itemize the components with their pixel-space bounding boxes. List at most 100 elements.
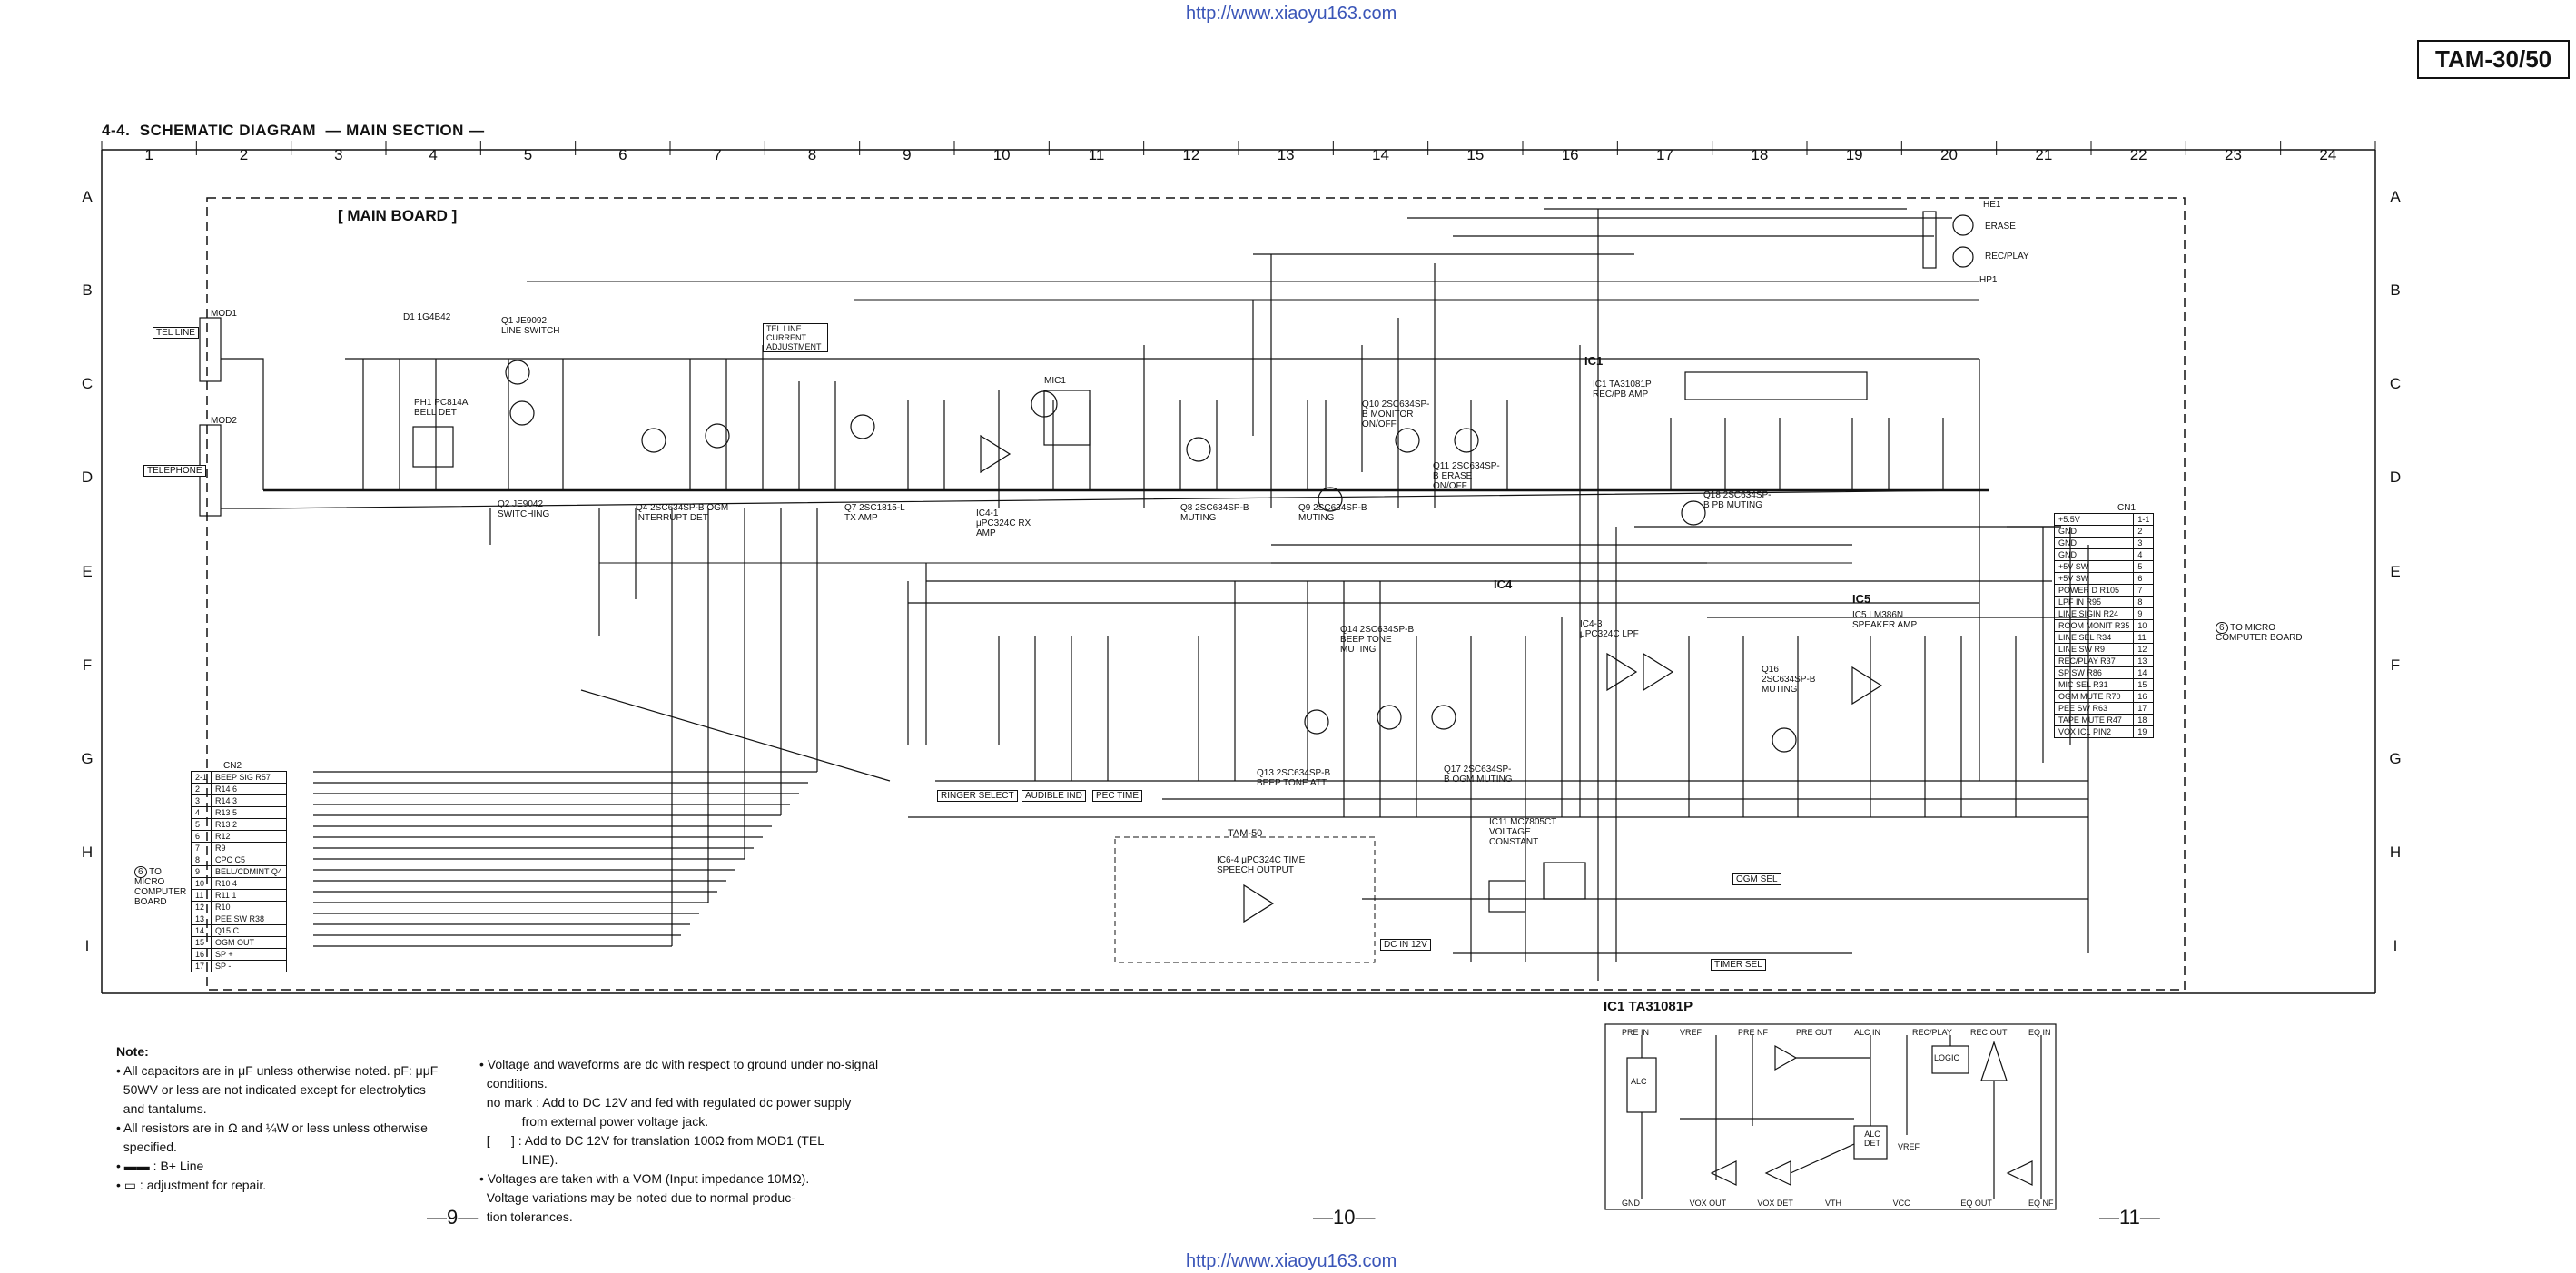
grid-column-label: 16 <box>1561 146 1579 163</box>
grid-column-label: 2 <box>239 146 249 163</box>
source-url-bottom[interactable]: http://www.xiaoyu163.com <box>1186 1251 1397 1271</box>
grid-column-label: 11 <box>1088 146 1105 163</box>
grid-row-label: H <box>81 844 94 862</box>
cn1-pin-cell: LINE SIGIN R24 <box>2053 607 2135 620</box>
notes-left: Note: • All capacitors are in μF unless … <box>116 1042 607 1195</box>
cn1-pin-cell: GND <box>2053 537 2135 549</box>
q7-label: Q7 2SC1815-L TX AMP <box>844 503 905 523</box>
q8-label: Q8 2SC634SP-B MUTING <box>1180 503 1249 523</box>
ic1-pin-label: EQ NF <box>2028 1199 2054 1208</box>
ic1-pin-label: EQ OUT <box>1960 1199 1992 1208</box>
note-line: • ▬▬ : B+ Line <box>116 1159 204 1173</box>
cn1-pin-cell: 17 <box>2133 702 2155 715</box>
ic1-pin-label: PRE NF <box>1738 1028 1769 1037</box>
cn2-pin-cell: 17 <box>190 960 212 972</box>
recplay-label: REC/PLAY <box>1985 252 2029 262</box>
ic1-pin-label: VOX OUT <box>1689 1199 1727 1208</box>
cn1-pin-cell: REC/PLAY R37 <box>2053 655 2135 667</box>
cn1-pin-cell: LINE SW R9 <box>2053 643 2135 656</box>
cn1-pin-cell: 2 <box>2133 525 2155 538</box>
note-line: • Voltages are taken with a VOM (Input i… <box>479 1171 810 1186</box>
d1-label: D1 1G4B42 <box>403 312 451 322</box>
q14-label: Q14 2SC634SP-B BEEP TONE MUTING <box>1340 625 1415 655</box>
cn1-pin-cell: 13 <box>2133 655 2155 667</box>
note-line: [ ] : Add to DC 12V for translation 100Ω… <box>479 1133 825 1148</box>
mod1-label: MOD1 <box>211 309 237 319</box>
cn1-pin-cell: 10 <box>2133 619 2155 632</box>
hp1-label: HP1 <box>1979 275 1998 285</box>
cn2-board-link: 6 TO MICRO COMPUTER BOARD <box>134 866 189 907</box>
audible-ind-label: AUDIBLE IND <box>1022 790 1086 802</box>
grid-column-label: 8 <box>807 146 817 163</box>
cn1-pin-cell: 16 <box>2133 690 2155 703</box>
ic1-block-vref: VREF <box>1898 1142 1920 1151</box>
cn1-pin-cell: GND <box>2053 548 2135 561</box>
grid-column-label: 22 <box>2129 146 2147 163</box>
q18-label: Q18 2SC634SP-B PB MUTING <box>1703 490 1772 510</box>
cn1-pin-cell: 4 <box>2133 548 2155 561</box>
grid-column-label: 19 <box>1845 146 1863 163</box>
q9-label: Q9 2SC634SP-B MUTING <box>1298 503 1367 523</box>
note-line: Voltage variations may be noted due to n… <box>479 1190 795 1205</box>
cn1-pin-cell: 8 <box>2133 596 2155 608</box>
grid-column-label: 4 <box>429 146 438 163</box>
cn1-pin-cell: SP SW R86 <box>2053 666 2135 679</box>
grid-column-label: 1 <box>144 146 153 163</box>
he1-label: HE1 <box>1983 200 2001 210</box>
ic1-block-logic: LOGIC <box>1934 1053 1960 1062</box>
cn2-pin-cell: 7 <box>190 842 212 854</box>
cn1-board-link-text: TO MICRO COMPUTER BOARD <box>2216 623 2303 643</box>
grid-row-label: E <box>2390 562 2401 580</box>
cn2-pin-cell: R13 5 <box>211 806 287 819</box>
note-line: no mark : Add to DC 12V and fed with reg… <box>479 1095 852 1110</box>
ic1-pin-label: REC/PLAY <box>1912 1028 1952 1037</box>
cn2-pin-cell: R14 3 <box>211 794 287 807</box>
cn1-pin-cell: LINE SEL R34 <box>2053 631 2135 644</box>
grid-column-label: 17 <box>1656 146 1673 163</box>
source-url-top[interactable]: http://www.xiaoyu163.com <box>1186 4 1397 24</box>
cn2-pin-cell: SP + <box>211 948 287 961</box>
cn1-pin-cell: POWER D R105 <box>2053 584 2135 597</box>
grid-row-label: A <box>2390 187 2401 205</box>
ic1-pin-label: VOX DET <box>1757 1199 1793 1208</box>
q16-label: Q16 2SC634SP-B MUTING <box>1762 665 1816 695</box>
grid-column-label: 18 <box>1751 146 1769 163</box>
cn1-pin-cell: LPF IN R95 <box>2053 596 2135 608</box>
cn1-pin-cell: MIC SEL R31 <box>2053 678 2135 691</box>
ic1-pin-label: ALC IN <box>1854 1028 1881 1037</box>
cn1-pin-cell: 18 <box>2133 714 2155 726</box>
mic1-label: MIC1 <box>1044 376 1066 386</box>
cn2-pin-cell: 13 <box>190 913 212 925</box>
cn2-pin-cell: SP - <box>211 960 287 972</box>
note-line: • All capacitors are in μF unless otherw… <box>116 1063 439 1078</box>
page-number-11: —11— <box>2099 1206 2160 1229</box>
ic6-label: IC6-4 μPC324C TIME SPEECH OUTPUT <box>1217 855 1306 875</box>
grid-column-label: 14 <box>1372 146 1389 163</box>
notes-left-list: • All capacitors are in μF unless otherw… <box>116 1061 607 1195</box>
cn1-pin-cell: OGM MUTE R70 <box>2053 690 2135 703</box>
cn2-pin-cell: 9 <box>190 865 212 878</box>
cn1-pin-cell: TAPE MUTE R47 <box>2053 714 2135 726</box>
grid-row-label: F <box>2390 656 2401 674</box>
q11-label: Q11 2SC634SP-B ERASE ON/OFF <box>1433 461 1500 491</box>
cn2-pin-cell: OGM OUT <box>211 936 287 949</box>
ic1-pin-label: PRE IN <box>1622 1028 1650 1037</box>
ringer-select-label: RINGER SELECT <box>937 790 1018 802</box>
note-line: • Voltage and waveforms are dc with resp… <box>479 1057 879 1071</box>
cn1-pin-cell: 12 <box>2133 643 2155 656</box>
cn2-pin-cell: CPC C5 <box>211 854 287 866</box>
cn1-pin-cell: 6 <box>2133 572 2155 585</box>
